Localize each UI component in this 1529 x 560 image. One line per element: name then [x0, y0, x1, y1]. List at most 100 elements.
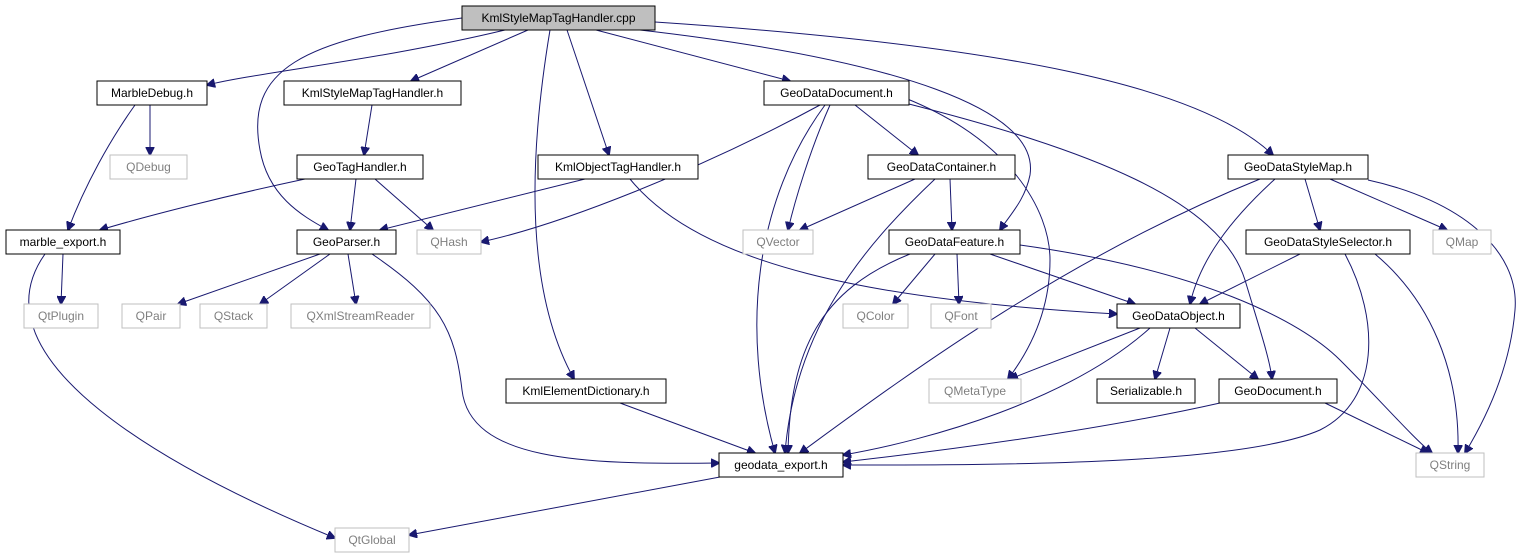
node-geo-data-container-h[interactable]: GeoDataContainer.h: [867, 154, 1016, 180]
node-kml-style-map-tag-handler-h[interactable]: KmlStyleMapTagHandler.h: [283, 80, 462, 106]
edge-geo-data-style-map-to-geo-data-object: [1190, 178, 1276, 304]
edge-root-to-kml-element-dictionary: [534, 29, 574, 379]
svg-text:QDebug: QDebug: [126, 160, 171, 174]
edge-geo-data-style-selector-to-qstring: [1374, 253, 1458, 453]
edge-geo-data-feature-to-qfont: [957, 253, 959, 304]
edge-root-to-kml-object-tag-handler: [566, 29, 609, 155]
edge-geo-data-container-to-geo-data-feature: [950, 178, 952, 230]
node-marble-debug-h[interactable]: MarbleDebug.h: [96, 80, 208, 106]
edge-geo-data-style-selector-to-geo-data-object: [1200, 253, 1301, 304]
node-kml-element-dictionary-h[interactable]: KmlElementDictionary.h: [505, 378, 667, 404]
node-geo-tag-handler-h[interactable]: GeoTagHandler.h: [296, 154, 424, 180]
node-marble-export-h[interactable]: marble_export.h: [5, 229, 121, 255]
edge-geo-data-feature-to-geodata-export: [788, 253, 911, 453]
node-qpair[interactable]: QPair: [121, 303, 181, 329]
node-qt-plugin[interactable]: QtPlugin: [23, 303, 99, 329]
node-qcolor[interactable]: QColor: [842, 303, 909, 329]
node-qstack[interactable]: QStack: [199, 303, 268, 329]
edge-geo-data-object-to-geo-document: [1194, 327, 1258, 379]
node-qmap[interactable]: QMap: [1432, 229, 1492, 255]
svg-text:GeoDataFeature.h: GeoDataFeature.h: [905, 235, 1004, 249]
svg-text:GeoParser.h: GeoParser.h: [313, 235, 380, 249]
svg-text:KmlStyleMapTagHandler.h: KmlStyleMapTagHandler.h: [302, 86, 443, 100]
node-geo-document-h[interactable]: GeoDocument.h: [1218, 378, 1338, 404]
dependency-edges: [28, 17, 1516, 538]
edge-geo-data-style-map-to-qmap: [1329, 178, 1447, 230]
node-geodata-export-h[interactable]: geodata_export.h: [718, 452, 844, 478]
edge-geo-data-object-to-qmeta-type: [1010, 327, 1141, 379]
node-qxml-stream-reader[interactable]: QXmlStreamReader: [290, 303, 431, 329]
svg-text:GeoDocument.h: GeoDocument.h: [1234, 384, 1321, 398]
edge-root-to-geo-data-document: [595, 29, 790, 81]
node-geo-data-style-map-h[interactable]: GeoDataStyleMap.h: [1227, 154, 1369, 180]
edge-root-to-kml-style-map-tag-handler-h: [411, 29, 529, 81]
svg-text:QHash: QHash: [430, 235, 467, 249]
svg-text:QXmlStreamReader: QXmlStreamReader: [306, 309, 414, 323]
svg-text:QString: QString: [1430, 458, 1471, 472]
edge-root-to-marble-debug: [207, 29, 506, 85]
edge-geo-parser-to-geodata-export: [371, 253, 719, 463]
edge-geo-tag-handler-to-qhash: [374, 178, 433, 230]
svg-text:KmlStyleMapTagHandler.cpp: KmlStyleMapTagHandler.cpp: [481, 11, 635, 25]
svg-text:GeoTagHandler.h: GeoTagHandler.h: [313, 160, 406, 174]
edge-geo-data-object-to-geodata-export: [843, 327, 1151, 455]
node-kml-style-map-tag-handler-cpp[interactable]: KmlStyleMapTagHandler.cpp: [461, 5, 656, 31]
svg-text:QStack: QStack: [214, 309, 254, 323]
svg-text:QMap: QMap: [1446, 235, 1479, 249]
edge-geodata-export-to-qt-global: [409, 476, 721, 535]
svg-text:MarbleDebug.h: MarbleDebug.h: [111, 86, 193, 100]
svg-text:KmlElementDictionary.h: KmlElementDictionary.h: [522, 384, 649, 398]
edge-marble-debug-to-marble-export: [68, 104, 136, 230]
node-qmeta-type[interactable]: QMetaType: [928, 378, 1022, 404]
edge-geo-data-container-to-qvector: [800, 178, 916, 230]
edge-kml-object-tag-handler-to-geo-parser: [380, 178, 586, 230]
edge-geo-data-style-map-to-geo-data-style-selector: [1304, 178, 1320, 230]
node-qfont[interactable]: QFont: [930, 303, 992, 329]
edge-geo-data-style-map-to-geodata-export: [800, 178, 1261, 453]
node-geo-data-object-h[interactable]: GeoDataObject.h: [1116, 303, 1241, 329]
node-serializable-h[interactable]: Serializable.h: [1096, 378, 1196, 404]
edge-geo-data-feature-to-qcolor: [893, 253, 936, 304]
svg-text:GeoDataStyleSelector.h: GeoDataStyleSelector.h: [1264, 235, 1392, 249]
edge-marble-export-to-qt-plugin: [61, 253, 63, 304]
svg-text:QMetaType: QMetaType: [944, 384, 1006, 398]
edge-geo-data-document-to-geo-data-container: [854, 104, 918, 155]
svg-text:QFont: QFont: [944, 309, 978, 323]
svg-text:GeoDataDocument.h: GeoDataDocument.h: [780, 86, 893, 100]
svg-text:QColor: QColor: [856, 309, 894, 323]
edge-geo-document-to-qstring: [1324, 402, 1428, 453]
edge-geo-data-document-to-geo-document: [904, 102, 1272, 379]
edge-geo-data-object-to-serializable: [1155, 327, 1171, 379]
svg-text:QPair: QPair: [136, 309, 167, 323]
edge-geo-data-style-selector-to-geodata-export: [843, 253, 1370, 465]
node-qdebug[interactable]: QDebug: [109, 154, 188, 180]
edge-root-to-geo-data-feature: [639, 29, 1031, 230]
node-geo-data-feature-h[interactable]: GeoDataFeature.h: [888, 229, 1021, 255]
edge-kml-style-map-tag-handler-h-to-geo-tag-handler: [364, 104, 373, 155]
node-geo-data-style-selector-h[interactable]: GeoDataStyleSelector.h: [1245, 229, 1411, 255]
file-nodes: KmlStyleMapTagHandler.cpp MarbleDebug.h …: [5, 5, 1492, 553]
svg-text:GeoDataContainer.h: GeoDataContainer.h: [887, 160, 996, 174]
node-qhash[interactable]: QHash: [416, 229, 482, 255]
edge-geo-data-document-to-qvector: [788, 104, 831, 230]
svg-text:KmlObjectTagHandler.h: KmlObjectTagHandler.h: [555, 160, 681, 174]
node-qvector[interactable]: QVector: [742, 229, 814, 255]
edge-root-to-geo-data-style-map: [654, 21, 1273, 155]
edge-geo-data-document-to-qhash: [481, 104, 821, 242]
node-kml-object-tag-handler-h[interactable]: KmlObjectTagHandler.h: [537, 154, 699, 180]
edge-kml-object-tag-handler-to-geo-data-object: [629, 178, 1117, 314]
edge-root-to-geo-parser: [257, 17, 463, 230]
svg-text:GeoDataObject.h: GeoDataObject.h: [1132, 309, 1225, 323]
edge-geo-data-style-map-to-qstring: [1367, 179, 1516, 453]
svg-text:QtGlobal: QtGlobal: [348, 533, 395, 547]
node-qstring[interactable]: QString: [1415, 452, 1485, 478]
edge-geo-data-feature-to-qstring: [1019, 244, 1432, 453]
node-geo-parser-h[interactable]: GeoParser.h: [296, 229, 397, 255]
edge-geo-tag-handler-to-geo-parser: [350, 178, 357, 230]
node-geo-data-document-h[interactable]: GeoDataDocument.h: [763, 80, 910, 106]
node-qt-global[interactable]: QtGlobal: [334, 527, 410, 553]
edge-geo-parser-to-qstack: [260, 253, 331, 304]
edge-kml-element-dictionary-to-geodata-export: [619, 402, 755, 453]
edge-geo-document-to-geodata-export: [843, 402, 1221, 462]
